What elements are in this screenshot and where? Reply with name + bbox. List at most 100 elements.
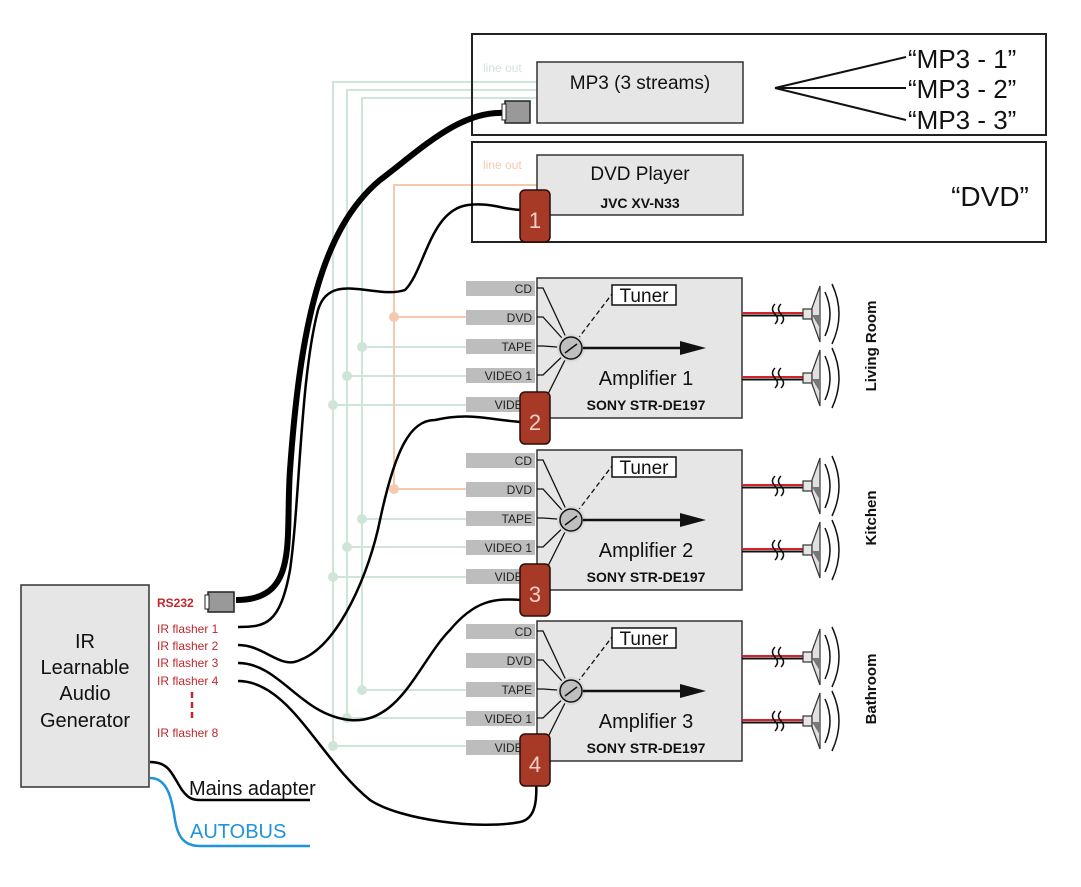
autobus-label: AUTOBUS — [190, 821, 286, 843]
input-label: VIDEO 1 — [485, 712, 533, 726]
amplifier-model: SONY STR-DE197 — [587, 740, 706, 756]
mp3-stream-fanout — [774, 56, 907, 121]
ir-flasher-3-label: IR flasher 3 — [157, 656, 219, 670]
input-label: DVD — [507, 654, 533, 668]
dvd-source-name: “DVD” — [951, 181, 1029, 212]
amplifier-model: SONY STR-DE197 — [587, 397, 706, 413]
mp3-stream-3: “MP3 - 3” — [908, 105, 1016, 135]
speaker-cone-shade — [812, 551, 820, 564]
input-video — [466, 569, 535, 584]
mp3-stream-1: “MP3 - 1” — [908, 44, 1016, 74]
selector-line — [537, 459, 572, 521]
ir-audio-generator[interactable] — [20, 584, 150, 788]
mp3-zone-frame — [471, 33, 1047, 136]
generator-label-line-1: IR — [75, 631, 95, 653]
rs232-cable — [235, 109, 506, 603]
knob-pointer — [564, 686, 578, 697]
output-arrow-head — [680, 684, 706, 698]
sound-wave-icon — [824, 355, 831, 401]
sound-wave-icon — [831, 455, 840, 517]
ir-flasher-3-cable — [237, 598, 523, 722]
generator-label-line-2: Learnable — [41, 657, 130, 679]
wire-break-icon — [771, 475, 785, 497]
dvd-device-label: DVD Player — [590, 164, 690, 185]
speaker-magnet — [802, 715, 813, 727]
sound-wave-icon — [831, 283, 840, 345]
input-label: CD — [515, 625, 533, 639]
tuner-link — [576, 636, 613, 684]
input-dvd — [466, 653, 535, 668]
speaker-2 — [742, 519, 840, 581]
speaker-1 — [742, 626, 840, 688]
speaker-cone-shade — [812, 379, 820, 392]
input-label: DVD — [507, 483, 533, 497]
amplifier-label: Amplifier 1 — [599, 368, 693, 390]
dvd-device[interactable] — [536, 154, 744, 216]
wire-break-icon — [771, 539, 785, 561]
rs232-connector-mp3[interactable] — [501, 100, 531, 124]
input-label: CD — [515, 282, 533, 296]
ir-flasher-box[interactable] — [519, 391, 551, 445]
mp3-device-label: MP3 (3 streams) — [570, 73, 710, 94]
speaker-magnet — [802, 480, 813, 492]
room-label: Living Room — [863, 301, 880, 392]
speaker-2 — [742, 690, 840, 752]
ir-flasher-3[interactable]: 3 — [519, 563, 551, 617]
ir-flasher-1[interactable]: 1 — [519, 189, 551, 243]
speaker-magnet — [802, 651, 813, 663]
input-tape — [466, 511, 535, 526]
ir-flasher-2[interactable]: 2 — [519, 391, 551, 445]
speaker-1 — [742, 455, 840, 517]
amplifier-label: Amplifier 2 — [599, 540, 693, 562]
sound-wave-icon — [831, 519, 840, 581]
ir-flasher-1-cable — [237, 203, 523, 629]
dvd-line-out-wiring — [393, 184, 537, 490]
input-tape — [466, 682, 535, 697]
input-dvd — [466, 482, 535, 497]
speaker-cone-shade — [812, 722, 820, 735]
sound-wave-icon — [831, 690, 840, 752]
tuner-label: Tuner — [620, 629, 670, 650]
ir-flasher-4[interactable]: 4 — [519, 733, 551, 787]
ir-flasher-box[interactable] — [519, 189, 551, 243]
speaker-1 — [742, 283, 840, 345]
mp3-device[interactable] — [536, 61, 744, 124]
input-dvd — [466, 310, 535, 325]
ir-flasher-box[interactable] — [519, 733, 551, 787]
control-cables — [235, 109, 538, 827]
tuner-link — [576, 293, 613, 341]
tuner-box — [611, 627, 677, 649]
speaker-cone-icon — [811, 349, 821, 407]
sound-wave-icon — [824, 463, 831, 509]
input-video-1 — [466, 368, 535, 383]
room-label: Bathroom — [863, 654, 880, 725]
dvd-junction-dots — [389, 312, 399, 494]
tuner-link — [576, 465, 613, 513]
rs232-connector-generator[interactable] — [204, 591, 235, 613]
input-label: TAPE — [502, 512, 532, 526]
input-label: DVD — [507, 311, 533, 325]
speaker-cone-icon — [811, 457, 821, 515]
dvd-device-model: JVC XV-N33 — [600, 195, 680, 211]
mains-adapter-cable — [149, 760, 310, 802]
wire-break-icon — [771, 646, 785, 668]
speaker-magnet — [802, 544, 813, 556]
speaker-cone-shade — [812, 658, 820, 671]
amplifier-label: Amplifier 3 — [599, 711, 693, 733]
ir-flasher-4-label: IR flasher 4 — [157, 674, 219, 688]
ir-flasher-box[interactable] — [519, 563, 551, 617]
ir-flasher-number: 1 — [529, 208, 541, 233]
sound-wave-icon — [824, 291, 831, 337]
ir-flasher-2-label: IR flasher 2 — [157, 639, 219, 653]
dvd-line-out-label: line out — [483, 158, 522, 172]
ir-flasher-number: 2 — [529, 410, 541, 435]
speaker-magnet — [802, 372, 813, 384]
wire-break-icon — [771, 710, 785, 732]
room-label: Kitchen — [863, 490, 880, 545]
input-cd — [466, 453, 535, 468]
dvd-zone-frame — [471, 141, 1047, 243]
ir-flasher-4-cable — [237, 679, 538, 827]
input-video-1 — [466, 711, 535, 726]
